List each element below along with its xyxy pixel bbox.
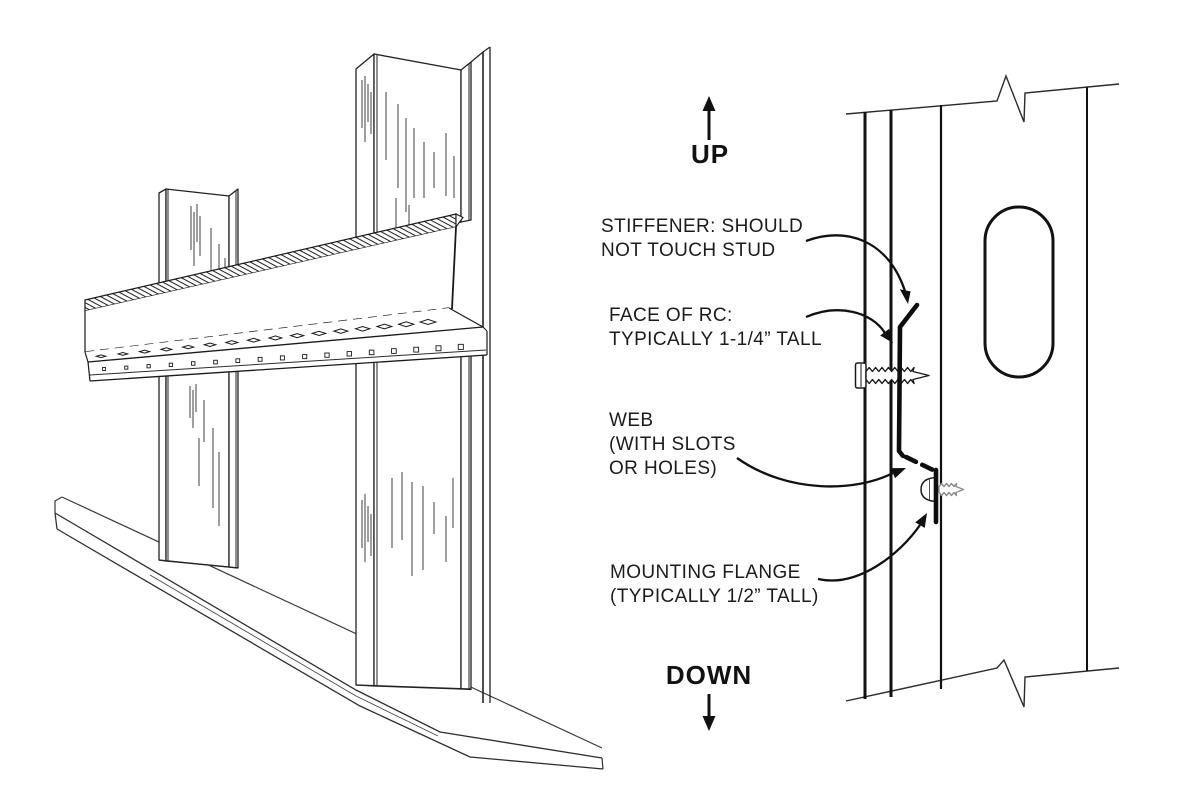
left-stud-flange-lower [158, 368, 167, 562]
stud-knockout-slot [983, 205, 1055, 379]
stiffener-callout: STIFFENER: SHOULD NOT TOUCH STUD [601, 215, 803, 263]
stud-detail-view [702, 74, 1120, 731]
web-callout: WEB (WITH SLOTS OR HOLES) [609, 409, 736, 481]
stiffener-callout-line2: NOT TOUCH STUD [601, 240, 776, 261]
track-back-edge [61, 496, 603, 749]
stiffener-end-cap [455, 213, 464, 229]
leader-arrows [736, 234, 921, 582]
leader-arrowheads [880, 289, 927, 528]
up-arrow-icon [702, 96, 716, 140]
left-stud-flange-upper [158, 188, 167, 294]
middle-stud-web-upper [373, 53, 462, 243]
mounting-flange-callout-line2: (TYPICALLY 1/2” TALL) [610, 586, 819, 607]
up-label: UP [690, 139, 730, 169]
left-stud-lip-lower [228, 363, 239, 569]
track-left-end [54, 496, 63, 513]
left-stud-web-lower [165, 364, 230, 568]
web-callout-line1: WEB [609, 410, 654, 431]
right-stud [470, 46, 491, 703]
rc-mounting-flange [88, 327, 487, 381]
resilient-channel-isometric [84, 213, 488, 382]
web-callout-line2: (WITH SLOTS [609, 434, 736, 455]
face-callout: FACE OF RC: TYPICALLY 1-1/4” TALL [609, 304, 822, 352]
flange-screw [920, 476, 965, 503]
middle-stud [355, 53, 472, 691]
web-callout-line3: OR HOLES) [609, 458, 718, 479]
mounting-flange-callout-line1: MOUNTING FLANGE [610, 562, 801, 583]
stiffener-callout-line1: STIFFENER: SHOULD [601, 216, 804, 237]
middle-stud-web-lower [373, 349, 462, 690]
face-screw [854, 362, 930, 389]
flange-hole-row [102, 343, 464, 371]
left-stud-bottom-edge [158, 559, 239, 569]
face-callout-line2: TYPICALLY 1-1/4” TALL [609, 329, 822, 350]
rc-profile-section [896, 302, 939, 525]
break-line-bottom [845, 658, 1120, 708]
mounting-flange-callout: MOUNTING FLANGE (TYPICALLY 1/2” TALL) [610, 561, 819, 609]
detail-stud-lines [863, 87, 1088, 699]
leader-arrow-face [805, 309, 886, 334]
bottom-track-front [54, 512, 604, 770]
middle-stud-bottom-edge [355, 684, 472, 690]
bottom-track-back [54, 496, 604, 760]
middle-stud-texture [361, 76, 455, 576]
leader-arrow-mounting-flange [817, 524, 921, 582]
face-callout-line1: FACE OF RC: [609, 305, 733, 326]
down-label: DOWN [665, 660, 753, 690]
web-slot-row [94, 318, 438, 359]
leader-arrow-web [736, 457, 894, 488]
down-arrow-icon [702, 694, 716, 731]
leader-arrow-stiffener [805, 234, 907, 292]
left-stud [158, 188, 239, 569]
left-stud-lip-upper [228, 188, 239, 277]
rc-web-surface [85, 308, 483, 362]
rc-face [85, 227, 456, 352]
track-web-surface [55, 497, 604, 760]
break-line-top [845, 74, 1120, 123]
